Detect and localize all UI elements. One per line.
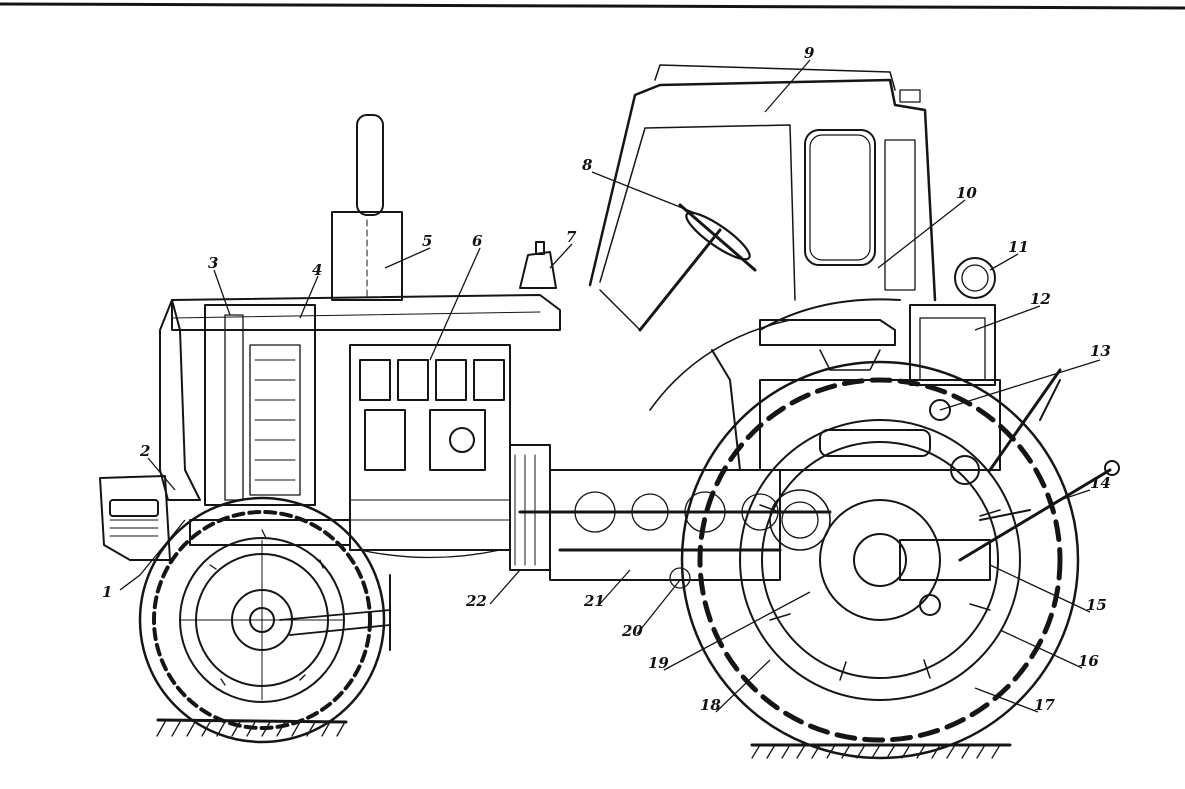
callout-20: 20 xyxy=(621,622,643,640)
callout-12: 12 xyxy=(1030,290,1051,308)
page-border-line xyxy=(0,2,1185,10)
headlight xyxy=(954,257,996,299)
transmission xyxy=(509,444,832,589)
leader-lines xyxy=(119,59,1101,713)
callout-labels: 1 2 3 4 5 6 7 8 9 10 11 12 13 14 15 16 1… xyxy=(102,44,1111,714)
callout-6: 6 xyxy=(472,232,483,250)
ground-rear xyxy=(750,743,1012,759)
callout-15: 15 xyxy=(1086,596,1107,614)
callout-3: 3 xyxy=(208,254,218,272)
callout-17: 17 xyxy=(1034,696,1055,714)
radiator xyxy=(204,304,316,506)
air-intake-and-exhaust xyxy=(331,114,557,301)
front-wheel xyxy=(138,496,386,744)
ground-front xyxy=(156,718,348,737)
front-weights xyxy=(99,475,171,561)
engine-block xyxy=(349,344,511,559)
callout-8: 8 xyxy=(582,156,593,174)
callout-5: 5 xyxy=(422,232,432,250)
callout-7: 7 xyxy=(566,228,577,246)
callout-4: 4 xyxy=(312,261,322,279)
callout-18: 18 xyxy=(700,696,721,714)
fuel-tank xyxy=(909,304,996,386)
callout-1: 1 xyxy=(102,583,112,601)
callout-11: 11 xyxy=(1008,238,1029,256)
callout-16: 16 xyxy=(1078,652,1099,670)
rear-linkage xyxy=(958,368,1120,562)
rear-wheel xyxy=(680,360,1080,760)
front-axle xyxy=(189,519,391,651)
callout-9: 9 xyxy=(804,44,815,62)
callout-13: 13 xyxy=(1090,342,1111,360)
cab xyxy=(588,64,937,302)
callout-2: 2 xyxy=(139,442,150,460)
callout-21: 21 xyxy=(583,592,605,610)
seat-and-fender xyxy=(649,298,901,411)
steering-column xyxy=(599,203,757,471)
callout-22: 22 xyxy=(465,592,487,610)
callout-19: 19 xyxy=(648,654,669,672)
callout-10: 10 xyxy=(956,184,977,202)
hood xyxy=(159,294,561,501)
callout-14: 14 xyxy=(1090,474,1111,492)
rear-housing xyxy=(759,379,1001,616)
